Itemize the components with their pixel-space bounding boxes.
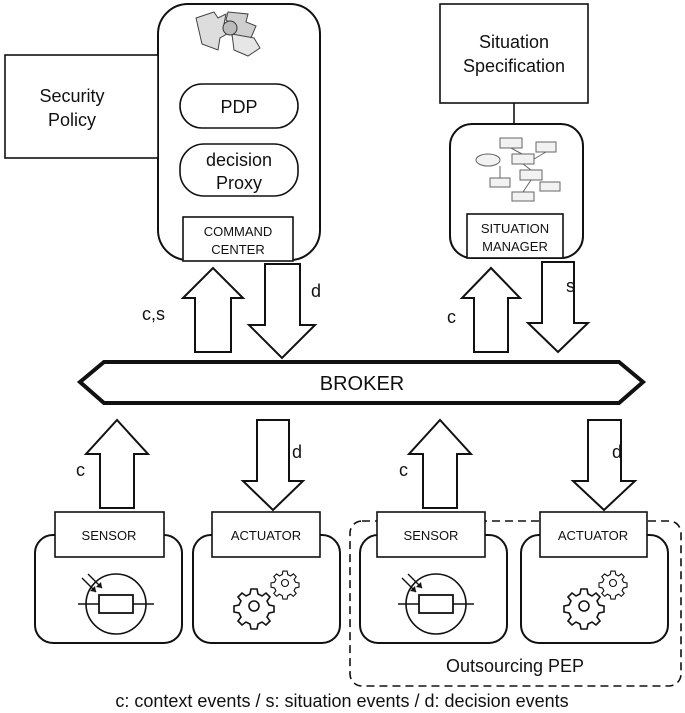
outsourcing-pep-label: Outsourcing PEP: [446, 656, 584, 676]
flowchart-icon: [475, 137, 561, 202]
situation-specification-box: [439, 3, 589, 104]
situation-manager-label-box: [466, 213, 564, 259]
security-policy-box: [4, 54, 159, 159]
broker-label: BROKER: [320, 373, 404, 395]
sm-up-arrow: [459, 266, 523, 353]
outsourcing-pep-region: [349, 520, 682, 687]
security-policy-label-1: Security: [39, 86, 104, 106]
situation-manager-label-2: MANAGER: [482, 239, 548, 254]
actuator2-label-box: [539, 511, 648, 558]
sensor1-up-arrow: [83, 418, 151, 509]
actuator1-down-label: d: [292, 442, 302, 462]
decision-proxy-label-2: Proxy: [216, 173, 262, 193]
actuator2-down-arrow: [570, 419, 638, 512]
actuator1-label: ACTUATOR: [231, 528, 301, 543]
command-center-label-2: CENTER: [211, 242, 264, 257]
sm-down-arrow: [525, 261, 591, 354]
puzzle-icon: [195, 11, 261, 57]
actuator2-down-label: d: [612, 442, 622, 462]
pdp-label: PDP: [220, 97, 257, 117]
sensor2-label-box: [376, 511, 486, 558]
sensor2-label: SENSOR: [404, 528, 459, 543]
pdp-box: [179, 83, 299, 129]
situation-specification-label-1: Situation: [479, 32, 549, 52]
command-center-label-1: COMMAND: [204, 224, 273, 239]
sm-down-label: s: [566, 276, 575, 296]
cc-up-arrow: [180, 266, 246, 353]
broker-bar: [76, 360, 647, 405]
sm-up-label: c: [447, 307, 456, 327]
sensor2-up-label: c: [399, 460, 408, 480]
cc-up-label: c,s: [142, 304, 165, 324]
cc-down-label: d: [311, 281, 321, 301]
actuator1-label-box: [211, 511, 321, 558]
sensor1-up-label: c: [76, 460, 85, 480]
actuator2-label: ACTUATOR: [558, 528, 628, 543]
situation-manager-label-1: SITUATION: [481, 221, 549, 236]
sensor1-label-box: [54, 511, 165, 558]
legend: c: context events / s: situation events …: [115, 691, 568, 711]
command-center-label-box: [182, 216, 294, 262]
sensor2-up-arrow: [406, 418, 474, 509]
situation-specification-label-2: Specification: [463, 56, 565, 76]
decision-proxy-label-1: decision: [206, 150, 272, 170]
security-policy-label-2: Policy: [48, 110, 96, 130]
cc-down-arrow: [246, 263, 318, 360]
decision-proxy-box: [179, 143, 299, 197]
sensor1-label: SENSOR: [82, 528, 137, 543]
actuator1-down-arrow: [240, 419, 306, 512]
